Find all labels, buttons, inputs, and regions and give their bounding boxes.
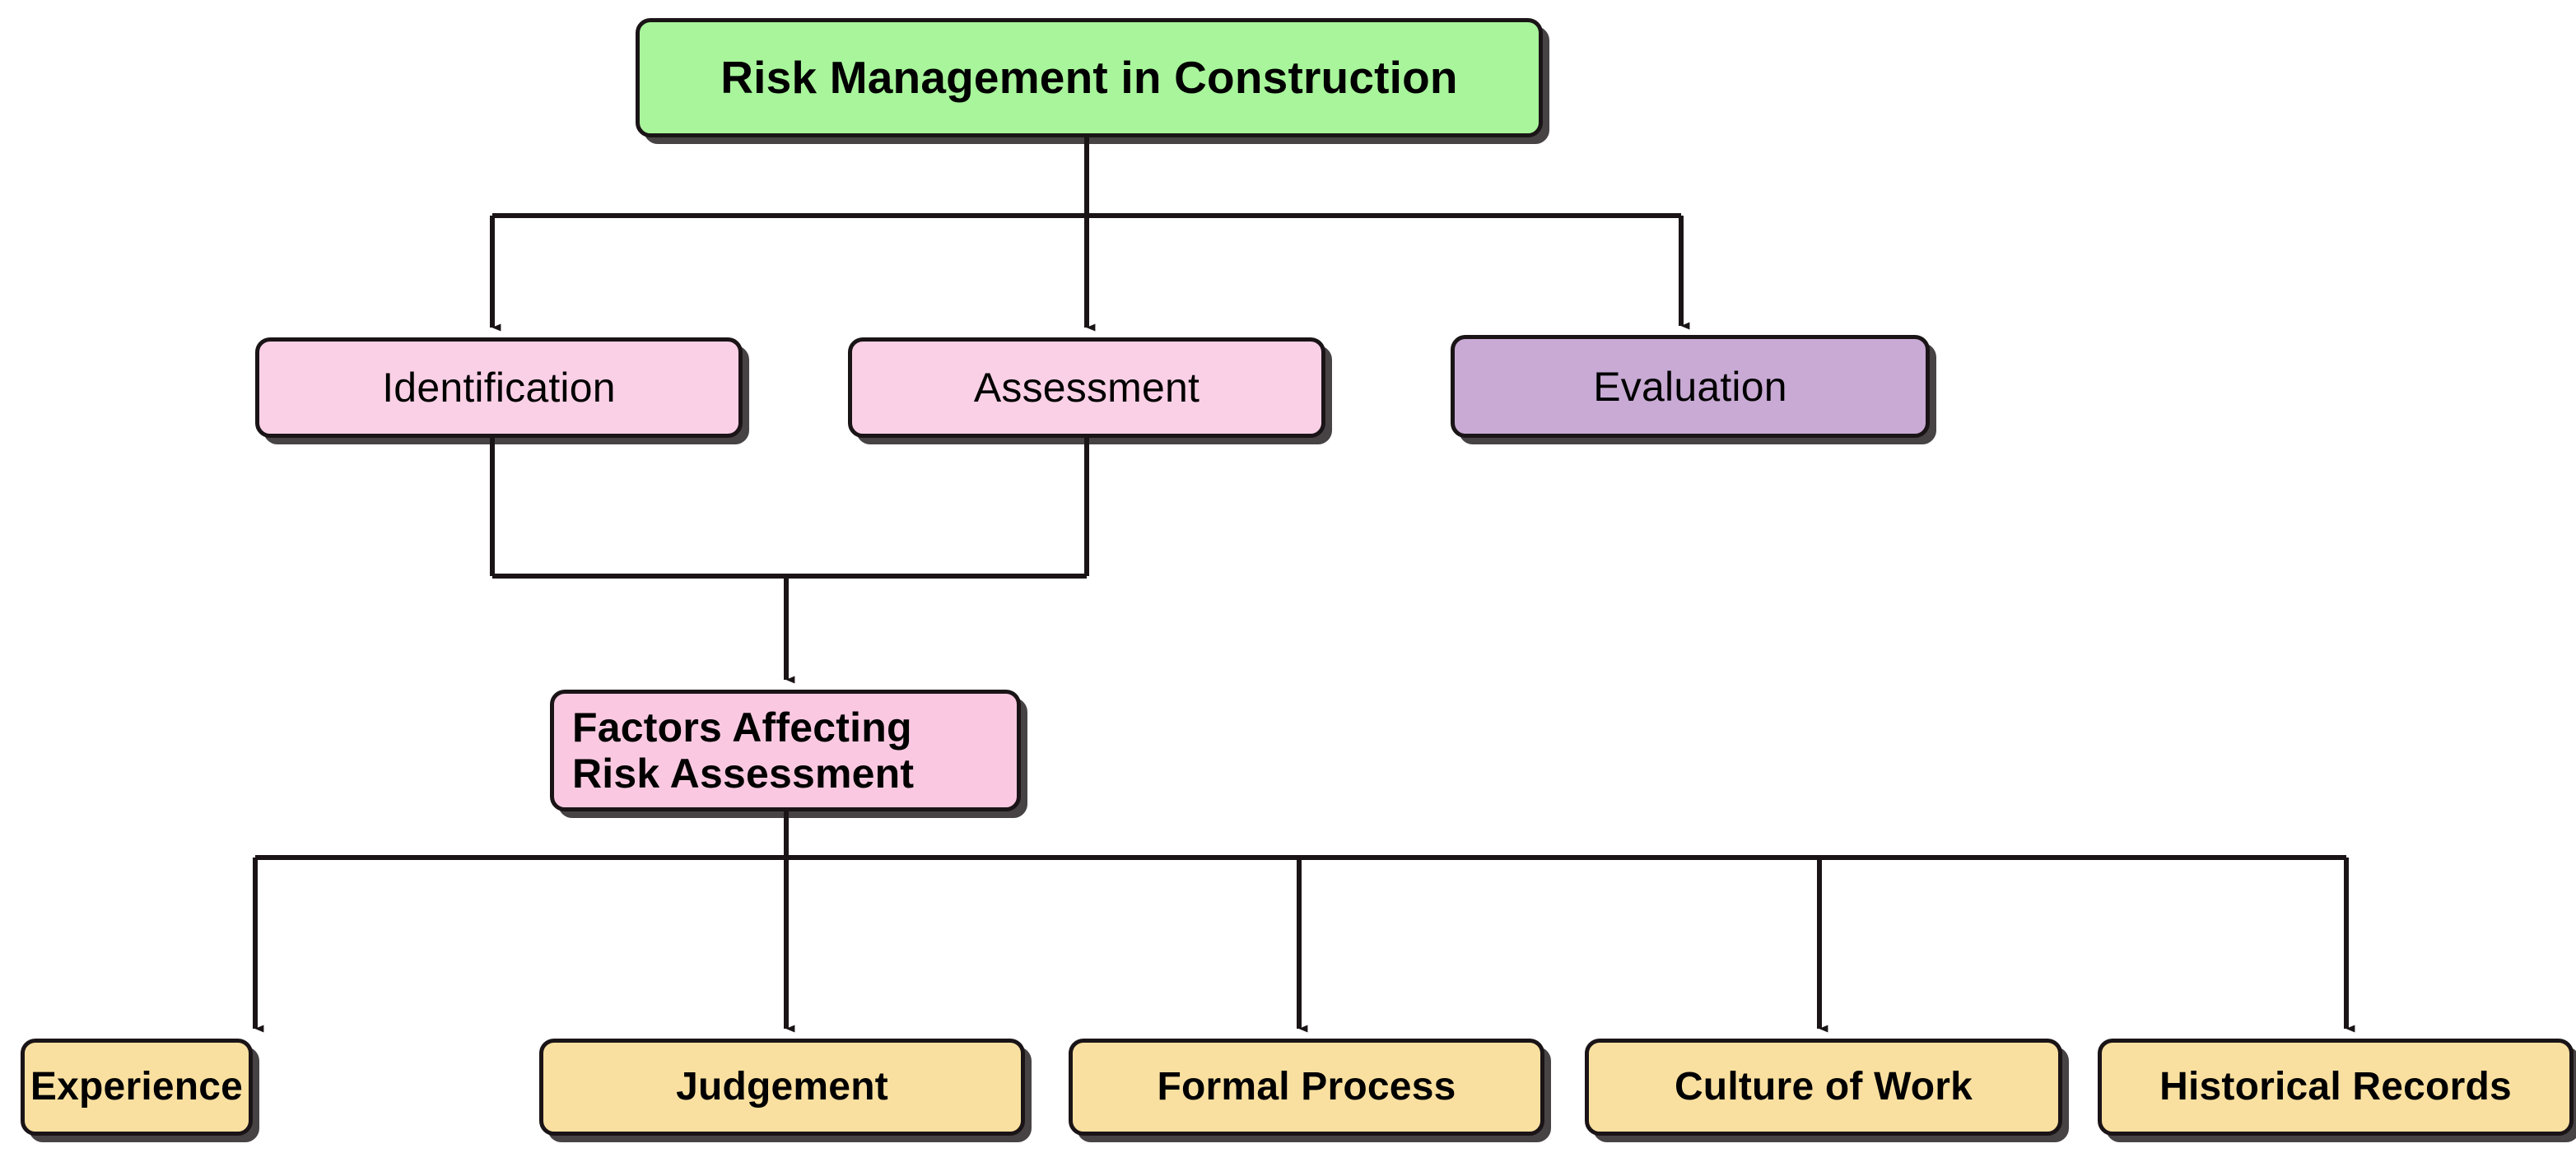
node-factors-affecting-risk-assessment[interactable]: Factors Affecting Risk Assessment xyxy=(550,690,1021,811)
node-label: Experience xyxy=(30,1065,244,1109)
edge-factors-bus xyxy=(255,811,2346,860)
node-identification[interactable]: Identification xyxy=(255,337,743,438)
node-label: Formal Process xyxy=(1157,1065,1456,1109)
node-label: Evaluation xyxy=(1593,363,1787,410)
node-label: Judgement xyxy=(676,1065,888,1109)
node-evaluation[interactable]: Evaluation xyxy=(1451,335,1930,438)
node-historical-records[interactable]: Historical Records xyxy=(2098,1039,2574,1136)
edge-merge-to-factors xyxy=(490,438,1089,579)
node-formal-process[interactable]: Formal Process xyxy=(1069,1039,1544,1136)
node-risk-management-in-construction[interactable]: Risk Management in Construction xyxy=(636,18,1543,137)
node-label: Risk Management in Construction xyxy=(720,51,1458,103)
node-culture-of-work[interactable]: Culture of Work xyxy=(1585,1039,2062,1136)
node-label: Factors Affecting Risk Assessment xyxy=(572,704,915,797)
edge-root-bus xyxy=(492,137,1681,218)
node-label: Historical Records xyxy=(2159,1065,2512,1109)
node-judgement[interactable]: Judgement xyxy=(539,1039,1025,1136)
node-label: Assessment xyxy=(973,365,1200,411)
node-experience[interactable]: Experience xyxy=(21,1039,253,1136)
node-label: Identification xyxy=(382,365,616,411)
node-assessment[interactable]: Assessment xyxy=(848,337,1325,438)
node-label: Culture of Work xyxy=(1674,1065,1973,1109)
